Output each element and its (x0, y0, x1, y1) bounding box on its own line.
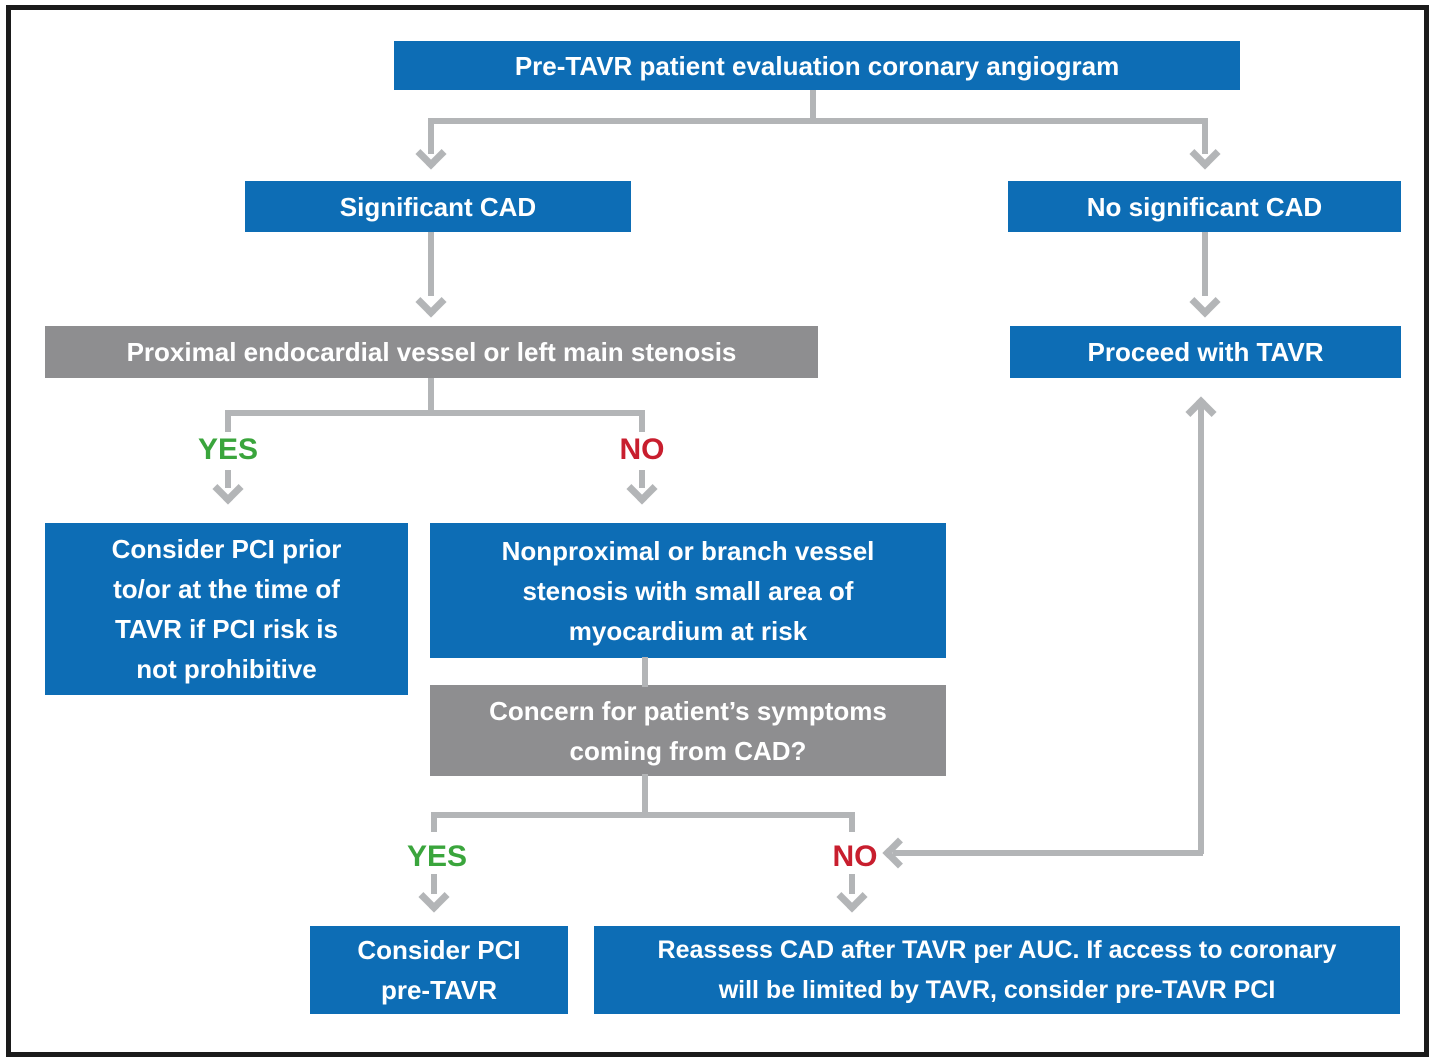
connector-nosig-to-proceed (1202, 232, 1208, 296)
connector-no1-stub (639, 410, 645, 432)
node-no-significant-cad: No significant CAD (1008, 181, 1401, 232)
connector-proximal-branch (225, 410, 645, 416)
connector-concern-stem (642, 774, 648, 814)
connector-yes1-arrow (225, 470, 231, 488)
connector-no2-to-proceed-horizontal (893, 850, 1203, 856)
connector-yes1-stub (225, 410, 231, 432)
connector-yes2-arrow (431, 874, 437, 894)
connector-to-no-significant-cad (1202, 118, 1208, 154)
connector-nonprox-to-concern (642, 657, 648, 687)
node-significant-cad: Significant CAD (245, 181, 631, 232)
connector-root-stem (810, 90, 816, 122)
connector-proximal-stem (428, 378, 434, 412)
label-yes-proximal: YES (197, 433, 259, 466)
connector-no2-to-proceed-vertical (1198, 401, 1204, 854)
node-consider-pci-prior: Consider PCI prior to/or at the time of … (45, 523, 408, 695)
connector-sig-to-proximal (428, 232, 434, 296)
node-proceed-with-tavr: Proceed with TAVR (1010, 326, 1401, 378)
label-no-proximal: NO (619, 433, 665, 466)
node-proximal-stenosis: Proximal endocardial vessel or left main… (45, 326, 818, 378)
node-pre-tavr-angiogram: Pre-TAVR patient evaluation coronary ang… (394, 41, 1240, 90)
connector-root-branch (428, 118, 1208, 124)
node-concern-symptoms: Concern for patient’s symptoms coming fr… (430, 685, 946, 776)
connector-yes2-stub (431, 812, 437, 832)
node-consider-pci-pre-tavr: Consider PCI pre-TAVR (310, 926, 568, 1014)
connector-no1-arrow (639, 470, 645, 488)
connector-no2-stub (849, 812, 855, 832)
connector-concern-branch (431, 812, 855, 818)
connector-no2-arrow (849, 874, 855, 894)
node-nonproximal-stenosis: Nonproximal or branch vessel stenosis wi… (430, 523, 946, 658)
label-yes-symptoms: YES (406, 840, 468, 873)
node-reassess-cad: Reassess CAD after TAVR per AUC. If acce… (594, 926, 1400, 1014)
label-no-symptoms: NO (832, 840, 878, 873)
connector-to-significant-cad (428, 118, 434, 154)
